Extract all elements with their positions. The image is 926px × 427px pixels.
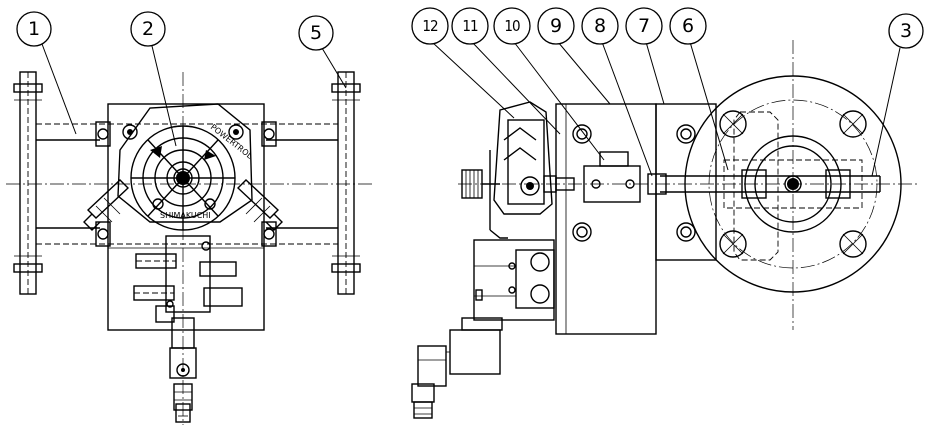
coupling <box>583 151 667 203</box>
callout-label-8: 8 <box>594 15 606 37</box>
diagonal-fittings <box>83 179 283 231</box>
callout-bubble-12 <box>411 7 449 45</box>
callout-bubble-3 <box>888 13 924 49</box>
callout-label-5: 5 <box>310 22 322 44</box>
callout-label-12: 12 <box>422 17 438 35</box>
left-callouts: 1 2 5 <box>16 11 347 147</box>
callout-bubble-7 <box>625 7 663 45</box>
valve-shaft <box>660 159 881 209</box>
callout-bubble-2 <box>130 11 166 47</box>
callout-label-7: 7 <box>638 15 650 37</box>
left-view: POWERTROL SHIMAKUCHI <box>6 71 372 425</box>
callout-bubble-11 <box>451 7 489 45</box>
callout-label-11: 11 <box>462 17 478 35</box>
valve-housing <box>95 103 277 331</box>
side-solenoid-valve <box>411 239 555 419</box>
position-indicator: POWERTROL SHIMAKUCHI <box>117 103 254 231</box>
left-flange <box>13 71 43 295</box>
right-view <box>411 40 920 419</box>
callout-bubble-6 <box>669 7 707 45</box>
callout-label-3: 3 <box>900 20 912 42</box>
callout-label-10: 10 <box>504 17 520 35</box>
callout-bubble-5 <box>298 15 334 51</box>
round-flange <box>684 75 902 293</box>
callout-label-6: 6 <box>682 15 694 37</box>
callout-bubble-8 <box>581 7 619 45</box>
callout-label-9: 9 <box>550 15 562 37</box>
callout-bubble-1 <box>16 11 52 47</box>
callout-bubble-9 <box>537 7 575 45</box>
right-callouts: 12 11 10 9 8 7 6 3 <box>411 7 924 177</box>
mounting-bracket <box>555 103 717 335</box>
callout-bubble-10 <box>493 7 531 45</box>
solenoid-block <box>133 235 243 323</box>
callout-label-2: 2 <box>142 18 154 40</box>
actuator-side <box>461 101 575 239</box>
indicator-label-bottom: SHIMAKUCHI <box>160 211 211 220</box>
lower-connector <box>169 317 197 423</box>
callout-label-1: 1 <box>28 18 40 40</box>
right-flange <box>331 71 361 295</box>
